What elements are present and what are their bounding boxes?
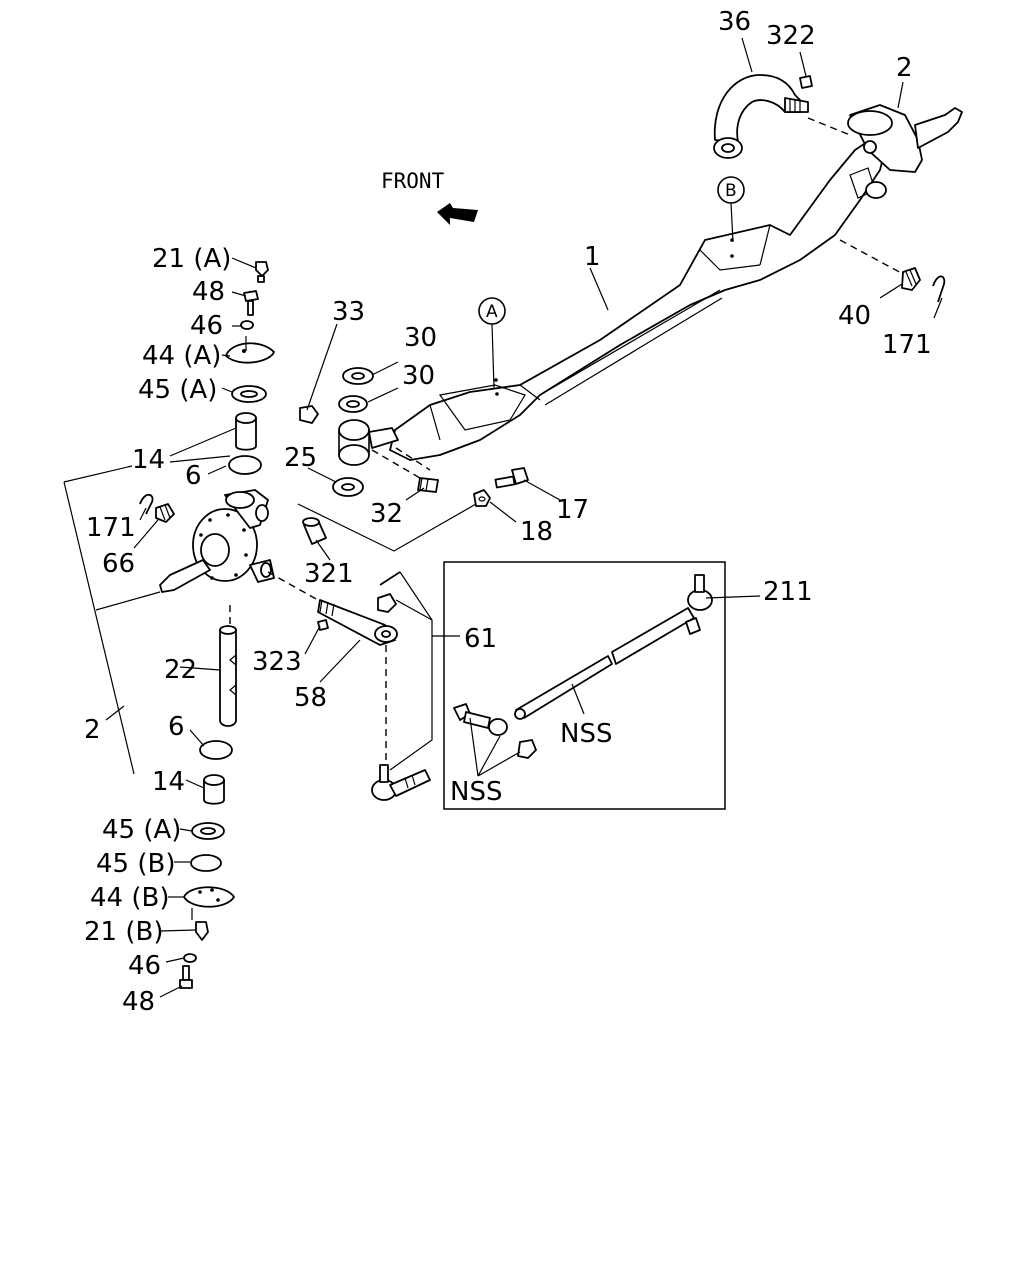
nss-callout-box <box>443 561 726 810</box>
callout-36: 36 <box>718 7 751 37</box>
nut-61 <box>377 593 397 613</box>
callout-30-b: 30 <box>402 361 435 391</box>
callout-nss-2: NSS <box>450 777 502 807</box>
callout-6-bottom: 6 <box>168 712 185 742</box>
callout-30-a: 30 <box>404 323 437 353</box>
marker-b-label: B <box>725 181 737 201</box>
callout-44b: 44 (B) <box>90 883 169 913</box>
nut-33 <box>299 405 319 424</box>
callout-45a-top: 45 (A) <box>138 375 217 405</box>
bolt-17 <box>494 467 529 489</box>
callout-45a-bottom: 45 (A) <box>102 815 181 845</box>
callout-322: 322 <box>766 21 816 51</box>
leader-bracket-2 <box>63 465 161 775</box>
callout-22: 22 <box>164 655 197 685</box>
tie-rod-end-left <box>371 764 431 801</box>
castle-nut-66 <box>155 503 175 523</box>
arm-bracket <box>338 419 399 466</box>
leader <box>169 455 231 463</box>
leader-lines <box>105 37 943 998</box>
callout-321: 321 <box>304 559 354 589</box>
sleeve-321 <box>302 517 327 545</box>
leader-dashed <box>839 239 906 276</box>
gasket-45b <box>190 854 222 872</box>
callout-6-top: 6 <box>185 461 202 491</box>
callout-48-top: 48 <box>192 277 225 307</box>
callout-45b: 45 (B) <box>96 849 175 879</box>
leader-dashed <box>807 117 851 136</box>
cotter-pin-61 <box>379 571 401 586</box>
callout-14-bottom: 14 <box>152 767 185 797</box>
callout-25: 25 <box>284 443 317 473</box>
front-label: FRONT <box>381 169 445 193</box>
callout-14-top: 14 <box>132 445 165 475</box>
reference-marker-b <box>717 176 745 243</box>
nut-323 <box>317 619 329 631</box>
callout-40: 40 <box>838 301 871 331</box>
gasket-45a-top <box>231 385 267 403</box>
washer-46-bottom <box>183 953 197 963</box>
leader <box>297 503 477 552</box>
cotter-pin-171-right <box>932 275 946 303</box>
gasket-45a-bottom <box>191 822 225 840</box>
washer-30-b <box>338 395 368 413</box>
right-steering-knuckle <box>847 104 963 199</box>
leader-61 <box>389 571 433 771</box>
leader-dashed <box>371 449 421 479</box>
callout-32: 32 <box>370 499 403 529</box>
leader-dashed <box>267 571 319 601</box>
callout-18: 18 <box>520 517 553 547</box>
callout-61: 61 <box>464 624 497 654</box>
callout-44a: 44 (A) <box>142 341 221 371</box>
tie-rod-assembly-211 <box>443 561 726 810</box>
castle-nut-40 <box>901 267 921 291</box>
callout-46-top: 46 <box>190 311 223 341</box>
callout-48-bottom: 48 <box>122 987 155 1017</box>
washer-25 <box>332 477 364 497</box>
marker-a-label: A <box>486 302 498 322</box>
arm-58 <box>317 599 398 646</box>
cover-plate-44a <box>225 336 275 364</box>
cotter-pin-171-left <box>139 493 154 515</box>
callout-33: 33 <box>332 297 365 327</box>
steering-arm-36 <box>713 74 813 159</box>
callout-nss-1: NSS <box>560 719 612 749</box>
callout-17: 17 <box>556 495 589 525</box>
bushing-14-top <box>235 412 257 451</box>
bushing-14-bottom <box>203 774 225 805</box>
leader-dashed <box>395 447 431 471</box>
left-steering-knuckle <box>159 489 275 593</box>
seal-6-bottom <box>199 740 233 760</box>
reference-marker-a <box>478 297 506 389</box>
washer-46-top <box>240 320 254 330</box>
callout-21b: 21 (B) <box>84 917 163 947</box>
bolt-48-bottom <box>179 965 193 989</box>
front-arrow <box>437 203 478 225</box>
callout-171-right: 171 <box>882 330 932 360</box>
callout-211: 211 <box>763 577 813 607</box>
callout-21a: 21 (A) <box>152 244 231 274</box>
callout-58: 58 <box>294 683 327 713</box>
callout-66: 66 <box>102 549 135 579</box>
callout-46-bottom: 46 <box>128 951 161 981</box>
seal-6-top <box>228 455 262 475</box>
callout-171-left: 171 <box>86 513 136 543</box>
axle-beam <box>389 139 886 461</box>
grease-nipple-21b <box>195 921 209 941</box>
callout-2-left: 2 <box>84 715 101 745</box>
callout-1: 1 <box>584 242 601 272</box>
leader-61b <box>395 599 433 621</box>
callout-323: 323 <box>252 647 302 677</box>
callout-2-top: 2 <box>896 53 913 83</box>
cover-plate-44b <box>183 886 235 908</box>
king-pin-22 <box>219 625 237 727</box>
washer-30-a <box>342 367 374 385</box>
nut-18 <box>473 489 491 507</box>
bolt-48-top <box>243 290 259 316</box>
grease-nipple-21a <box>255 261 269 283</box>
